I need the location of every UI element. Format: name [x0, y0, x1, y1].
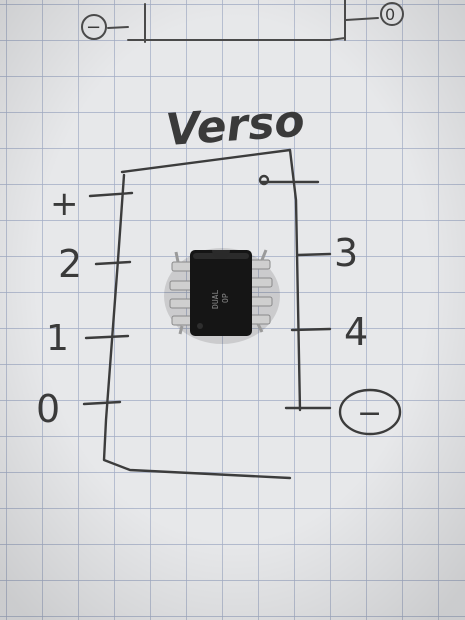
chip-pins [169, 249, 273, 335]
heading-verso: Verso [164, 96, 306, 157]
left-label-2: 2 [58, 242, 82, 286]
svg-text:OP: OP [221, 293, 230, 303]
right-label-minus: − [357, 396, 382, 431]
minus-circle [338, 388, 402, 436]
top-sketch [81, 0, 404, 43]
left-label-plus: + [50, 184, 79, 224]
svg-text:DUAL: DUAL [211, 290, 220, 309]
right-label-4: 4 [344, 310, 368, 354]
chip-pin1-dot [197, 323, 203, 329]
left-label-0: 0 [36, 387, 60, 431]
top-right-symbol: 0 [385, 5, 395, 24]
chip-marking: DUAL OP [211, 290, 230, 309]
top-left-symbol: − [86, 17, 101, 38]
left-label-1: 1 [46, 318, 69, 359]
main-frame [82, 148, 332, 480]
dip8-chip [190, 250, 252, 336]
right-label-3: 3 [334, 231, 358, 275]
chip-notch [212, 250, 230, 259]
